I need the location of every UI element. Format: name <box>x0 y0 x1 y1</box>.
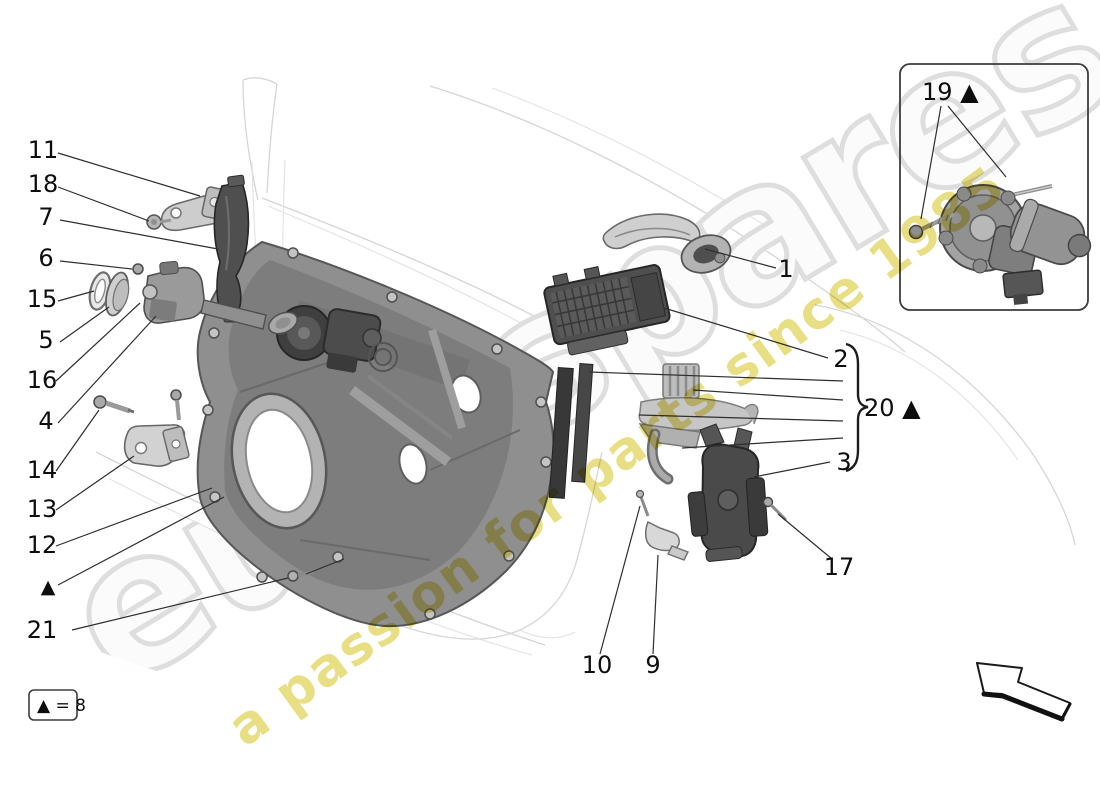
regulator-rails <box>349 328 466 466</box>
bracket-screw-13 <box>170 389 182 421</box>
panel-opening-lower <box>398 443 428 485</box>
callout-19: 19 ▲ <box>922 78 979 106</box>
door-inner-panel <box>196 240 555 628</box>
callout-triangle: ▲ <box>41 576 56 598</box>
lock-bracket <box>644 520 689 561</box>
callout-5: 5 <box>38 326 53 354</box>
parts-artwork <box>88 174 788 628</box>
callout-15: 15 <box>27 285 58 313</box>
inset-window-motor <box>938 184 1092 305</box>
callout-labels: 11 18 7 6 15 5 16 4 14 13 12 ▲ 21 1 2 3 … <box>27 136 921 679</box>
callout-11: 11 <box>28 136 59 164</box>
brand-watermark: eurospares <box>27 0 1100 731</box>
cable-guide-tube <box>646 428 674 485</box>
panel-bolts <box>202 247 552 620</box>
car-body-outline <box>242 77 1076 546</box>
door-lock <box>687 423 769 562</box>
legend-note: ▲ = 8 <box>37 696 86 716</box>
lock-pin <box>635 489 650 517</box>
door-check-strap <box>142 260 298 335</box>
callout-21: 21 <box>27 616 58 644</box>
check-strap-nut <box>132 263 144 275</box>
callout-20: 20 ▲ <box>864 394 921 422</box>
mount-bracket <box>123 424 190 467</box>
callout-13: 13 <box>27 495 58 523</box>
leader-lines <box>55 152 844 655</box>
latch-bracket-assembly <box>638 363 759 485</box>
door-handle <box>602 213 732 274</box>
callout-7: 7 <box>38 203 53 231</box>
bracket-screw-14 <box>93 395 135 414</box>
callout-17: 17 <box>824 553 855 581</box>
callout-12: 12 <box>27 531 58 559</box>
callout-9: 9 <box>645 651 660 679</box>
callout-14: 14 <box>27 456 58 484</box>
callout-16: 16 <box>27 366 58 394</box>
speaker-opening <box>230 392 328 530</box>
handle-bezel <box>680 234 732 274</box>
callout-4: 4 <box>38 407 53 435</box>
bracket-screw-18 <box>146 214 172 230</box>
inset-screw <box>908 211 955 240</box>
door-module <box>543 264 671 356</box>
direction-arrow-icon <box>976 662 1072 722</box>
legend-box: ▲ = 8 <box>28 689 86 721</box>
callout-3: 3 <box>836 448 851 476</box>
callout-1: 1 <box>778 255 793 283</box>
coil-spring <box>368 342 398 372</box>
callout-10: 10 <box>582 651 613 679</box>
window-regulator-motor <box>276 305 382 373</box>
lock-screw <box>762 496 788 522</box>
check-strap-disc <box>105 271 130 317</box>
callout-18: 18 <box>28 170 59 198</box>
inset-box: 19 ▲ <box>899 63 1092 311</box>
glass-run-channels <box>548 363 594 499</box>
callout-6: 6 <box>38 244 53 272</box>
group-brace <box>845 342 869 473</box>
callout-2: 2 <box>833 345 848 373</box>
